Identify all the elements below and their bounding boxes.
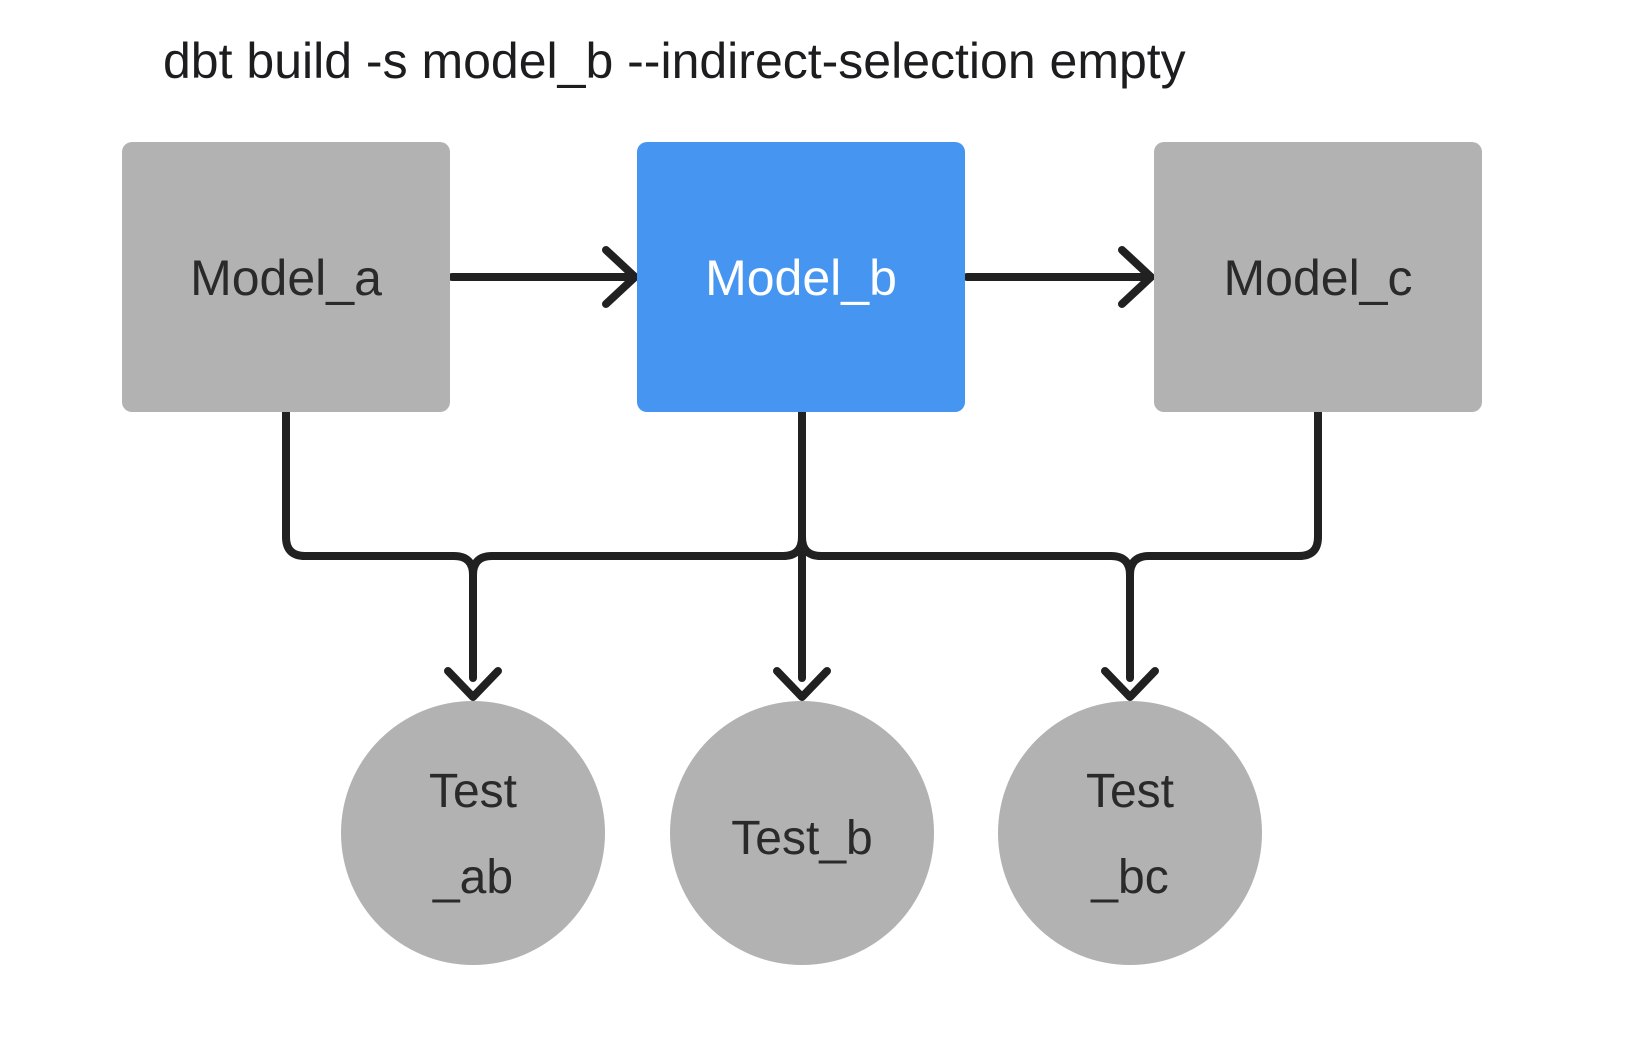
test-b-label: Test_b — [731, 812, 872, 865]
test-ab-circle — [341, 701, 605, 965]
model-c-box — [1154, 142, 1482, 412]
arrowhead-right-icon — [1118, 246, 1155, 308]
rail-segment-model-a-to-test-ab — [282, 406, 477, 682]
model-nodes-layer: Model_a Model_b Model_c — [122, 142, 1482, 412]
arrowhead-down-icon — [773, 667, 831, 701]
test-ab-node: Test _ab — [341, 701, 605, 965]
model-a-label: Model_a — [190, 250, 382, 306]
test-bc-circle — [998, 701, 1262, 965]
test-nodes-layer: Test _ab Test_b Test _bc — [341, 701, 1262, 965]
arrowhead-down-icon — [444, 667, 502, 701]
test-bc-label-line2: _bc — [1090, 851, 1168, 904]
test-ab-label-line1: Test — [429, 765, 517, 818]
test-bc-node: Test _bc — [998, 701, 1262, 965]
model-c-node: Model_c — [1154, 142, 1482, 412]
test-b-circle — [670, 701, 934, 965]
rail-segment-model-c-to-test-bc — [1126, 406, 1322, 579]
model-b-label: Model_b — [705, 250, 897, 306]
test-bc-label-line1: Test — [1086, 765, 1174, 818]
model-a-box — [122, 142, 450, 412]
rail-segment-test-ab-to-model-b — [469, 533, 806, 579]
edges-layer — [282, 246, 1322, 701]
model-b-node-selected: Model_b — [637, 142, 965, 412]
diagram-title: dbt build -s model_b --indirect-selectio… — [163, 33, 1186, 89]
edge-model-a-to-model-b — [448, 246, 639, 308]
rail-segment-model-b-to-test-bc — [798, 533, 1134, 682]
edge-models-to-tests-rail — [282, 406, 1322, 701]
model-b-box — [637, 142, 965, 412]
model-c-label: Model_c — [1224, 250, 1413, 306]
arrowhead-right-icon — [602, 246, 639, 308]
model-a-node: Model_a — [122, 142, 450, 412]
edge-model-b-to-model-c — [963, 246, 1155, 308]
test-b-node: Test_b — [670, 701, 934, 965]
test-ab-label-line2: _ab — [432, 851, 513, 904]
arrowhead-down-icon — [1101, 667, 1159, 701]
